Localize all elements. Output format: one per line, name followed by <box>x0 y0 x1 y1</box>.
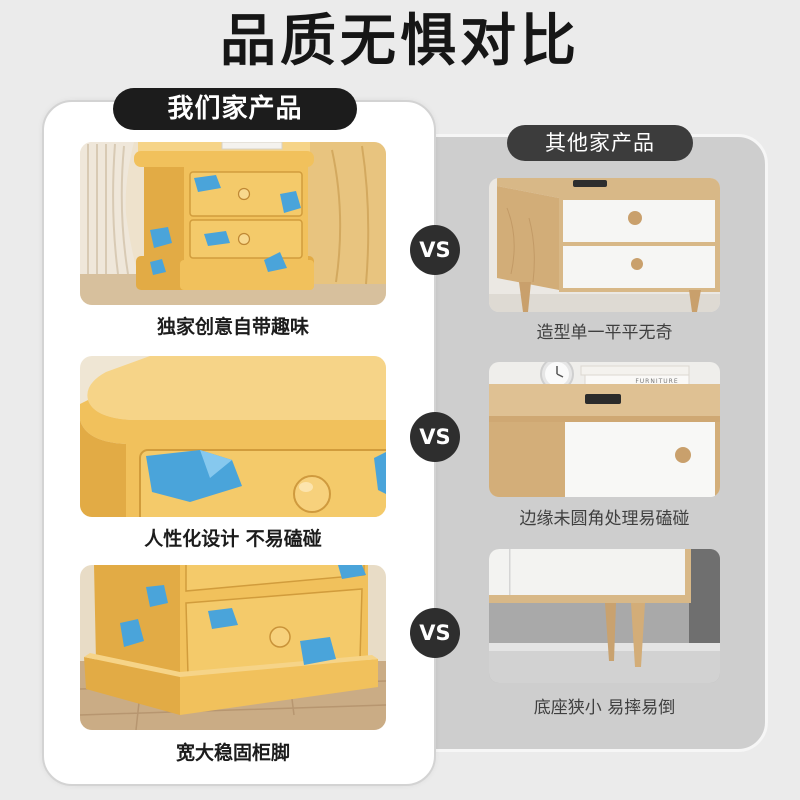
blue-patch <box>120 619 144 647</box>
ours-photo-2 <box>80 356 386 517</box>
others-photo-3 <box>489 549 720 683</box>
drawer-knob <box>293 475 331 513</box>
leg-left <box>519 282 531 312</box>
phone <box>573 180 607 187</box>
ours-caption-2: 人性化设计 不易磕碰 <box>144 528 322 550</box>
blue-patch <box>208 608 238 629</box>
others-caption-1: 造型单一平平无奇 <box>536 323 673 343</box>
blue-patch <box>150 227 172 248</box>
vs-badge-2: VS <box>410 412 460 462</box>
wood-grain <box>506 207 535 283</box>
cabinet-bottom <box>489 549 691 601</box>
top-front-edge <box>489 416 720 422</box>
leg-right <box>689 290 701 312</box>
book <box>221 142 283 150</box>
ours-photo-2-illustration <box>80 356 386 517</box>
floor <box>489 294 720 312</box>
nightstand-top-slab <box>497 178 720 198</box>
others-photo-2: FURNITURE <box>489 362 720 497</box>
cabinet-seam <box>509 549 511 597</box>
ours-caption-3: 宽大稳固柜脚 <box>175 742 290 764</box>
nightstand-side <box>80 420 126 517</box>
others-caption-3: 底座狭小 易摔易倒 <box>533 698 676 718</box>
book-top <box>580 365 690 376</box>
blue-patch-facet <box>200 450 232 478</box>
wood-trim-side <box>685 549 691 603</box>
ours-caption-1: 独家创意自带趣味 <box>156 316 309 338</box>
ours-header-pill: 我们家产品 <box>113 88 357 130</box>
leg-back <box>605 603 616 661</box>
knob-bottom <box>631 258 643 270</box>
blue-patch <box>204 231 230 246</box>
blue-patch <box>194 175 221 192</box>
base-top-lip <box>84 653 378 677</box>
ours-photo-1-illustration <box>80 142 386 305</box>
knob-highlight <box>299 482 313 492</box>
page-title: 品质无惧对比 <box>220 9 580 74</box>
phone <box>585 394 621 404</box>
blue-patch <box>280 191 301 213</box>
lamp-ribs <box>87 143 129 275</box>
vs-badge-1: VS <box>410 225 460 275</box>
book-title: FURNITURE <box>635 378 678 385</box>
others-caption-2: 边缘未圆角处理易磕碰 <box>519 509 690 529</box>
vs-badge-3: VS <box>410 608 460 658</box>
blue-patch <box>338 565 366 579</box>
clock-hands <box>556 366 564 378</box>
nightstand-top-edge <box>80 400 386 444</box>
blue-patch <box>300 637 336 665</box>
baseboard <box>489 643 720 651</box>
blue-patch <box>150 259 166 275</box>
wood-trim-bottom <box>489 595 691 603</box>
nightstand-top-surface <box>87 356 386 420</box>
sofa-seams <box>331 145 370 285</box>
base-side <box>84 657 180 715</box>
drawer-knob <box>269 626 291 648</box>
front-frame-right <box>715 422 720 497</box>
sofa-cushion <box>296 142 386 284</box>
others-photo-2-illustration: FURNITURE <box>489 362 720 497</box>
nightstand-side-panel <box>497 186 559 290</box>
blue-patch <box>374 452 386 494</box>
nightstand-top-edge <box>134 151 314 167</box>
nightstand-side <box>144 162 184 260</box>
ours-photo-3 <box>80 565 386 730</box>
others-photo-1-illustration <box>489 178 720 312</box>
knob-top <box>628 211 642 225</box>
nightstand-side-panel <box>489 422 565 497</box>
knob-top <box>237 187 251 201</box>
base-front <box>180 659 378 715</box>
sofa <box>689 549 720 661</box>
blue-patch <box>146 585 168 607</box>
knob-bottom <box>237 232 251 246</box>
others-photo-1 <box>489 178 720 312</box>
nightstand-base-front <box>180 260 314 290</box>
others-photo-3-illustration <box>489 549 720 683</box>
floor <box>489 651 720 683</box>
drawer-knob <box>675 447 691 463</box>
others-header-pill: 其他家产品 <box>507 125 693 161</box>
leg-front <box>631 603 645 667</box>
ours-photo-1 <box>80 142 386 305</box>
drawer-front <box>565 422 715 497</box>
blue-patch <box>264 252 287 272</box>
ours-photo-3-illustration <box>80 565 386 730</box>
